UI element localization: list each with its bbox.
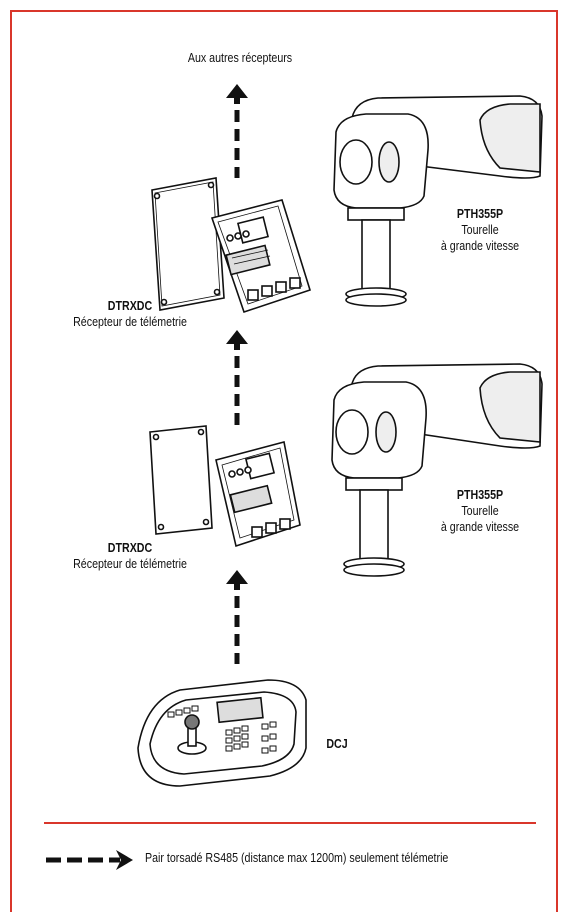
turret-name-2: PTH355P xyxy=(427,487,534,503)
legend-text: Pair torsadé RS485 (distance max 1200m) … xyxy=(145,850,448,865)
receiver-illustration-1 xyxy=(152,178,310,312)
receiver-name-1: DTRXDC xyxy=(48,298,212,314)
legend-divider xyxy=(44,822,536,824)
receiver-description-2: Récepteur de télémetrie xyxy=(73,556,187,571)
receiver-illustration-2 xyxy=(150,426,300,546)
turret-name-1: PTH355P xyxy=(427,206,534,222)
turret-line1-1: Tourelle xyxy=(427,222,534,238)
turret-label-1: PTH355P Tourelle à grande vitesse xyxy=(427,206,534,254)
receiver-label-2: DTRXDC Récepteur de télémetrie xyxy=(48,540,212,572)
controller-label: DCJ xyxy=(317,736,358,752)
turret-line2-1: à grande vitesse xyxy=(427,238,534,254)
connection-arrow-top xyxy=(226,84,248,178)
turret-illustration-2 xyxy=(332,364,542,576)
controller-name: DCJ xyxy=(317,736,358,752)
turret-illustration-1 xyxy=(334,96,542,306)
top-label: Aux autres récepteurs xyxy=(166,50,314,66)
turret-label-2: PTH355P Tourelle à grande vitesse xyxy=(427,487,534,535)
controller-illustration xyxy=(138,680,306,786)
legend-dashed-arrow-icon xyxy=(46,850,133,870)
receiver-label-1: DTRXDC Récepteur de télémetrie xyxy=(48,298,212,330)
turret-line2-2: à grande vitesse xyxy=(427,519,534,535)
receiver-name-2: DTRXDC xyxy=(48,540,212,556)
turret-line1-2: Tourelle xyxy=(427,503,534,519)
connection-arrow-middle xyxy=(226,330,248,425)
receiver-description-1: Récepteur de télémetrie xyxy=(73,314,187,329)
connection-arrow-bottom xyxy=(226,570,248,664)
